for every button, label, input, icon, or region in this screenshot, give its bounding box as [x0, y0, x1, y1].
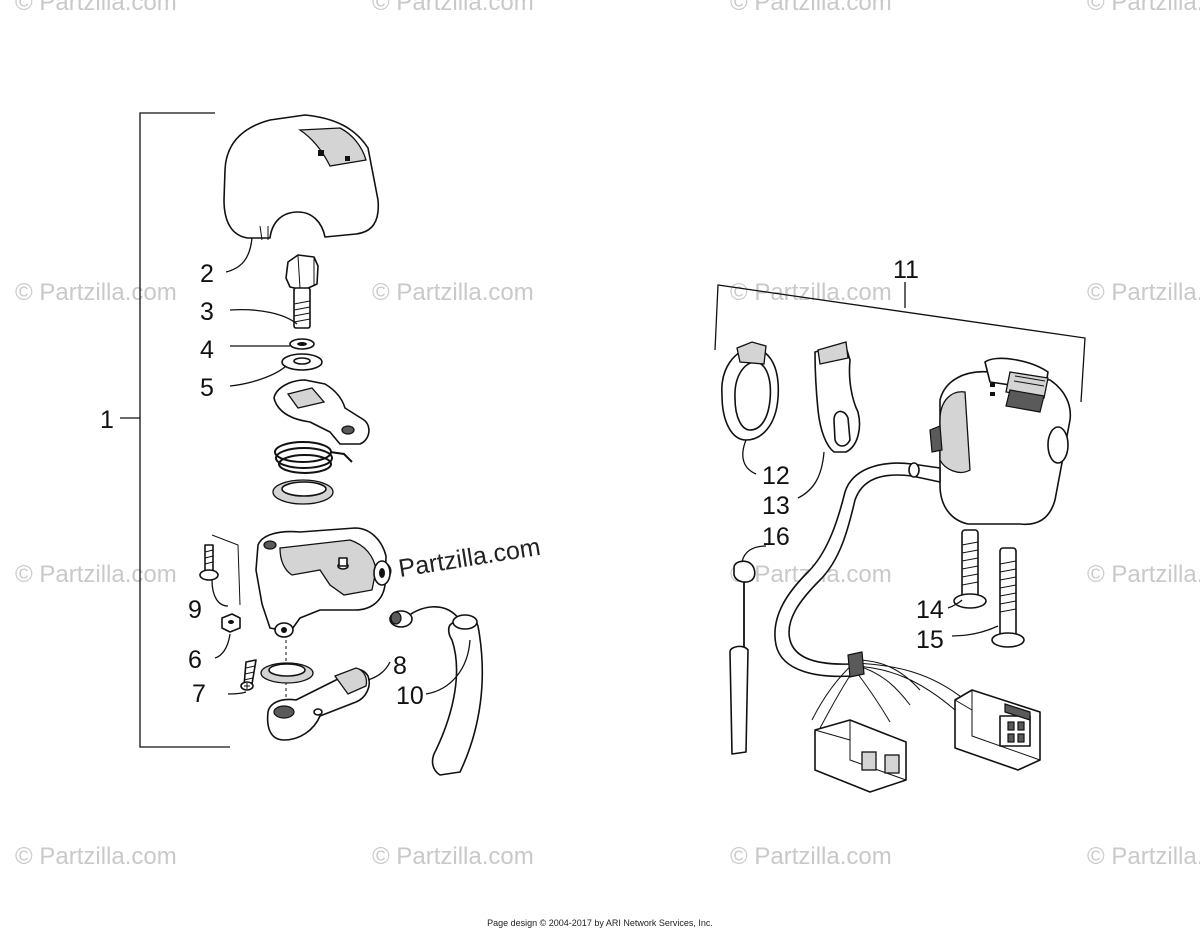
watermark: © Partzilla.com: [730, 0, 892, 16]
part-connector: [954, 689, 1041, 771]
part-bolt: [285, 254, 319, 329]
callout-label: 3: [200, 298, 214, 326]
leader-line: [425, 639, 471, 695]
callout-label: 6: [188, 646, 202, 674]
part-hook-lever: [814, 341, 861, 453]
center-watermark: © Partzilla.com: [372, 533, 543, 587]
callout-labels-left: 1 2 3 4 5 6 7 8 9 10: [100, 260, 424, 710]
part-throttle-cable: [389, 606, 484, 776]
callout-label: 8: [393, 652, 407, 680]
leader-line: [211, 534, 241, 606]
watermark: © Partzilla.com: [372, 0, 534, 16]
leader-line: [229, 365, 287, 387]
callout-label: 2: [200, 260, 214, 288]
callout-label: 14: [916, 596, 944, 624]
assembly-bracket: [139, 112, 230, 748]
part-switch-housing: [929, 357, 1072, 526]
leader-line: [227, 691, 247, 695]
callout-label: 9: [188, 596, 202, 624]
watermark: © Partzilla.com: [15, 843, 177, 870]
leader-line: [211, 579, 229, 607]
callout-label: 1: [100, 406, 114, 434]
watermark: © Partzilla.com: [1087, 0, 1200, 16]
callout-labels-right: 11 12 13 14 15 16: [762, 256, 944, 654]
part-screw: [199, 544, 219, 581]
part-flat-washer: [281, 353, 323, 371]
part-wiring-harness: [774, 462, 966, 729]
watermark: © Partzilla.com: [730, 279, 892, 306]
callout-label: 4: [200, 336, 214, 364]
leader-line: [214, 633, 231, 659]
part-long-screw: [953, 529, 987, 609]
part-lock-washer: [289, 338, 315, 350]
leader-line: [742, 439, 757, 475]
part-connector: [814, 719, 907, 793]
callout-label: 16: [762, 523, 790, 551]
leader-line: [797, 451, 825, 499]
part-kill-switch-wire: [729, 560, 756, 755]
leader-line: [741, 545, 767, 563]
callout-label: 5: [200, 374, 214, 402]
callout-label: 13: [762, 492, 790, 520]
callout-label: 12: [762, 462, 790, 490]
page-footer: Page design © 2004-2017 by ARI Network S…: [487, 918, 713, 928]
part-cover: [223, 114, 380, 241]
watermark: © Partzilla.com: [1087, 561, 1200, 588]
part-housing: [255, 527, 391, 638]
part-long-screw: [991, 547, 1025, 648]
watermark: © Partzilla.com: [372, 843, 534, 870]
watermark: © Partzilla.com: [15, 279, 177, 306]
part-small-screw: [240, 659, 257, 691]
leader-line: [951, 625, 999, 637]
watermark: © Partzilla.com: [730, 843, 892, 870]
callout-label: 11: [893, 256, 919, 284]
part-actuator-arm: [273, 379, 370, 445]
part-clamp-ring: [721, 341, 780, 441]
part-nut: [221, 613, 241, 633]
callout-label: 10: [396, 682, 424, 710]
part-lower-seal: [260, 662, 314, 684]
assembly-bracket: [714, 284, 1086, 403]
callout-label: 7: [192, 680, 206, 708]
callout-label: 15: [916, 626, 944, 654]
watermark: © Partzilla.com: [15, 0, 177, 16]
leader-line: [225, 237, 253, 273]
watermark: © Partzilla.com: [15, 561, 177, 588]
watermark: © Partzilla.com: [1087, 843, 1200, 870]
watermark: © Partzilla.com: [1087, 279, 1200, 306]
leader-line: [229, 308, 298, 325]
watermark: © Partzilla.com: [372, 279, 534, 306]
part-thumb-lever: [266, 667, 371, 741]
watermark-layer: © Partzilla.com © Partzilla.com © Partzi…: [15, 0, 1200, 870]
part-seal-ring: [272, 479, 334, 505]
leader-line: [367, 661, 391, 681]
leader-line: [947, 599, 963, 609]
part-return-spring: [274, 441, 353, 474]
